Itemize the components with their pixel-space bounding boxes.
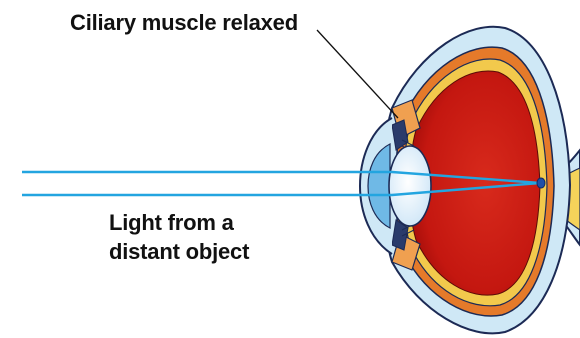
ciliary-muscle-label: Ciliary muscle relaxed	[70, 10, 298, 36]
light-source-label: Light from a distant object	[109, 208, 249, 266]
light-label-line-1: Light from a	[109, 208, 249, 237]
fovea-focal-point	[537, 178, 545, 188]
ciliary-pointer-line	[317, 30, 398, 118]
light-label-line-2: distant object	[109, 237, 249, 266]
lens	[389, 146, 431, 226]
